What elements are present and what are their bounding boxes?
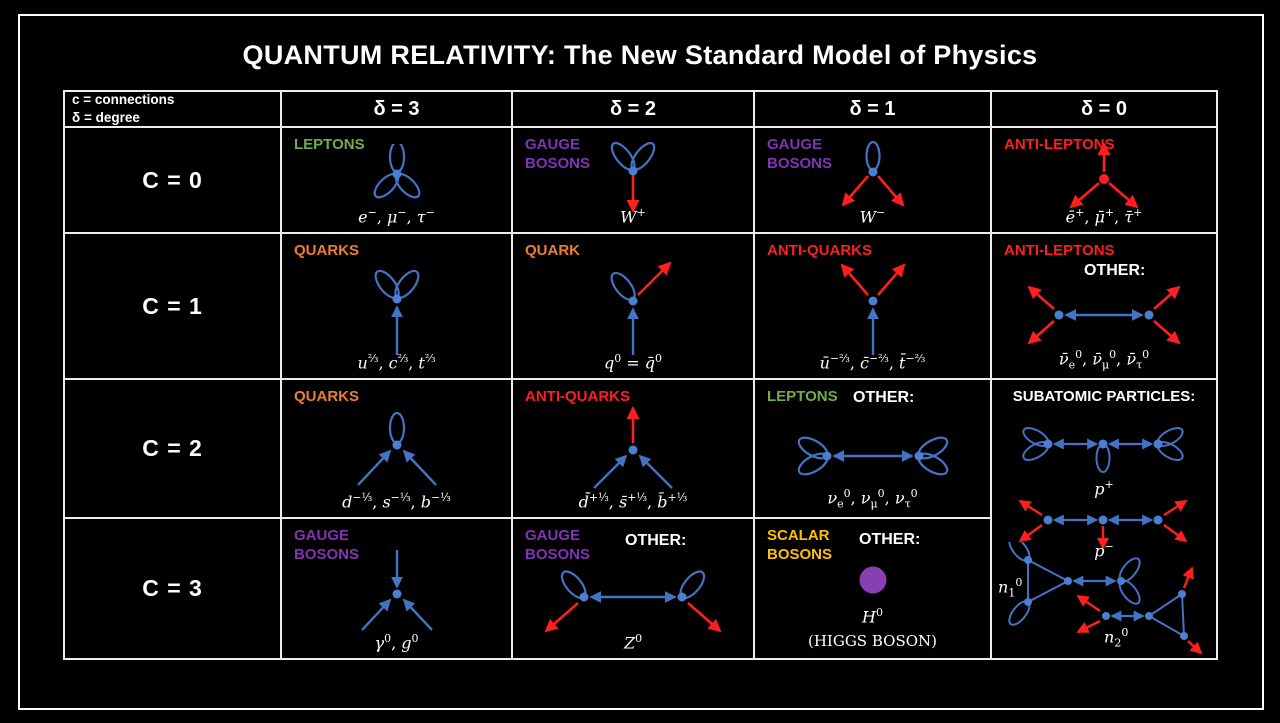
neutron2-caption: n20 (1104, 626, 1129, 650)
legend-line-connections: c = connections (72, 92, 175, 108)
anti-up-quark-diagram (840, 263, 905, 355)
gauge-bosons-label: GAUGE BOSONS (294, 527, 360, 563)
anti-proton-caption: p− (1094, 540, 1114, 561)
quarks-label: QUARKS (294, 242, 360, 259)
cell-c0-d2-gauge-bosons: GAUGE BOSONS W+ (513, 128, 753, 232)
legend-line-degree: δ = degree (72, 110, 140, 125)
z-boson-caption: Z0 (623, 631, 643, 652)
gauge-bosons-label: GAUGE BOSONS (767, 136, 833, 172)
cell-c0-d0-anti-leptons: ANTI-LEPTONS ē+, μ̄+, τ̄+ (992, 128, 1216, 232)
quarks-label: QUARKS (294, 388, 360, 405)
anti-lepton-caption: ē+, μ̄+, τ̄+ (1065, 205, 1143, 226)
proton-diagram (1022, 427, 1184, 473)
anti-lepton-diagram (1069, 142, 1139, 209)
anti-up-quark-caption: ū−⅔, c̄−⅔, t̄−⅔ (819, 351, 926, 372)
page-title: QUANTUM RELATIVITY: The New Standard Mod… (242, 40, 1038, 70)
anti-quarks-label: ANTI-QUARKS (525, 388, 630, 405)
higgs-boson-circle (859, 566, 886, 593)
lepton-trefoil-diagram (373, 144, 420, 199)
cell-c0-d1-gauge-bosons: GAUGE BOSONS W− (755, 128, 990, 232)
anti-quarks-label: ANTI-QUARKS (767, 242, 872, 259)
anti-proton-diagram (1018, 499, 1188, 550)
col-header-delta-0: δ = 0 (992, 92, 1216, 126)
col-header-delta-3: δ = 3 (282, 92, 511, 126)
cell-c1-d2-quark: QUARK q0 = q̄0 (513, 234, 753, 378)
cell-c1-d3-quarks: QUARKS u⅔, c⅔, t⅔ (282, 234, 511, 378)
up-quark-diagram (374, 269, 419, 355)
z-boson-diagram (544, 569, 722, 632)
cell-d0-subatomic-particles: SUBATOMIC PARTICLES: p+ (992, 380, 1216, 658)
neutron1-caption: n10 (998, 576, 1023, 600)
anti-neutrino-caption: ν̄e0, ν̄μ0, ν̄τ0 (1058, 348, 1150, 372)
outer-frame (18, 14, 1264, 710)
anti-leptons-label: ANTI-LEPTONS (1004, 242, 1115, 259)
other-label: OTHER: (859, 531, 921, 548)
cell-c3-d3-gauge-bosons: GAUGE BOSONS γ0, g0 (282, 519, 511, 658)
proton-caption: p+ (1094, 478, 1114, 499)
cell-c1-d0-anti-leptons-other: ANTI-LEPTONS OTHER: ν̄e0, ν̄μ0, ν̄τ0 (992, 234, 1216, 378)
gauge-bosons-label: GAUGE BOSONS (525, 136, 591, 172)
legend-cell: c = connections δ = degree (65, 92, 280, 126)
anti-down-quark-caption: d̄+⅓, s̄+⅓, b̄+⅓ (578, 490, 688, 511)
gauge-bosons-label: GAUGE BOSONS (525, 527, 591, 563)
neutron-diagrams (1008, 542, 1203, 655)
anti-leptons-label: ANTI-LEPTONS (1004, 136, 1115, 153)
scalar-bosons-label: SCALAR BOSONS (767, 527, 833, 563)
quark-label: QUARK (525, 242, 580, 259)
w-minus-caption: W− (859, 205, 886, 226)
row-header-c2: C = 2 (65, 380, 280, 517)
w-plus-diagram (610, 141, 656, 213)
col-header-delta-2: δ = 2 (513, 92, 753, 126)
leptons-label: LEPTONS (294, 136, 365, 153)
w-minus-diagram (841, 141, 904, 207)
cell-c2-d2-anti-quarks: ANTI-QUARKS d̄+⅓, s̄+⅓, b̄+⅓ (513, 380, 753, 517)
cell-c1-d1-anti-quarks: ANTI-QUARKS ū−⅔, c̄−⅔, t̄−⅔ (755, 234, 990, 378)
w-plus-caption: W+ (620, 205, 646, 226)
higgs-caption: H0 (862, 605, 883, 626)
cell-c3-d2-gauge-bosons-other: GAUGE BOSONS OTHER: Z0 (513, 519, 753, 658)
neutral-quark-caption: q0 = q̄0 (603, 351, 663, 372)
row-header-c3: C = 3 (65, 519, 280, 658)
particle-table: c = connections δ = degree δ = 3 δ = 2 δ… (63, 90, 1218, 660)
photon-gluon-caption: γ0, g0 (374, 631, 419, 652)
up-quark-caption: u⅔, c⅔, t⅔ (357, 351, 436, 372)
col-header-delta-1: δ = 1 (755, 92, 990, 126)
neutral-quark-diagram (610, 261, 672, 355)
cell-c0-d3-leptons: LEPTONS e−, μ−, τ− (282, 128, 511, 232)
anti-down-quark-diagram (593, 405, 673, 489)
other-label: OTHER: (853, 389, 915, 406)
other-label: OTHER: (1084, 262, 1146, 279)
neutrino-diagram (797, 436, 948, 475)
leptons-label: LEPTONS (767, 388, 838, 405)
down-quark-diagram (356, 411, 437, 486)
photon-gluon-diagram (360, 549, 433, 631)
cell-c2-d3-quarks: QUARKS d−⅓, s−⅓, b−⅓ (282, 380, 511, 517)
higgs-subcaption: (HIGGS BOSON) (807, 632, 938, 650)
row-header-c0: C = 0 (65, 128, 280, 232)
cell-c3-d1-scalar-bosons-other: SCALAR BOSONS OTHER: H0 (HIGGS BOSON) (755, 519, 990, 658)
neutrino-caption: νe0, νμ0, ντ0 (827, 487, 918, 511)
cell-c2-d1-leptons-other: LEPTONS OTHER: νe0, νμ0, ντ0 (755, 380, 990, 517)
lepton-caption: e−, μ−, τ− (358, 205, 435, 226)
other-label: OTHER: (625, 532, 687, 549)
anti-neutrino-diagram (1027, 285, 1181, 345)
down-quark-caption: d−⅓, s−⅓, b−⅓ (342, 490, 451, 511)
subatomic-particles-heading: SUBATOMIC PARTICLES: (1012, 388, 1196, 405)
row-header-c1: C = 1 (65, 234, 280, 378)
